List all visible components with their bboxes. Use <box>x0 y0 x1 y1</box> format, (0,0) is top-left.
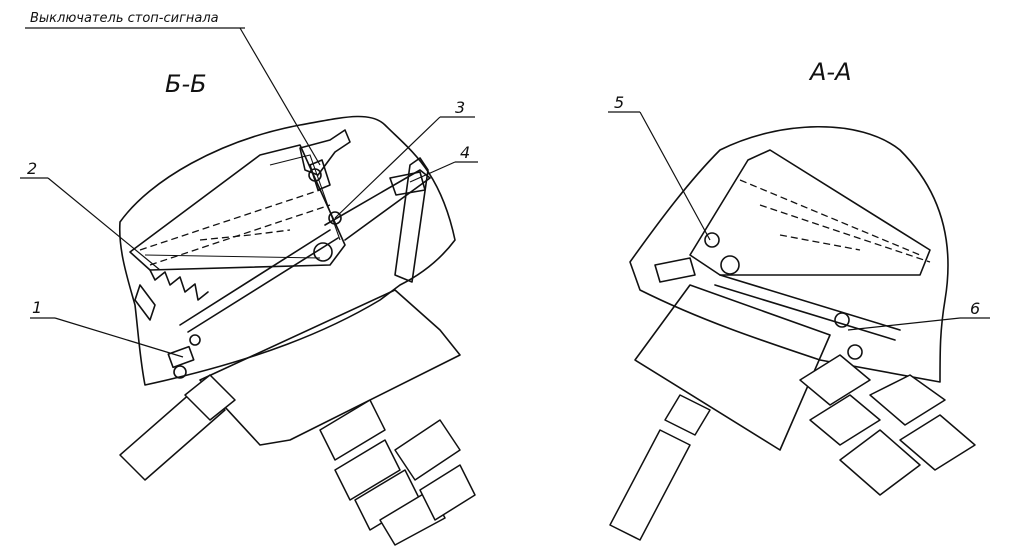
callout-6: 6 <box>970 299 980 318</box>
bracket-4 <box>394 157 429 283</box>
callout-5: 5 <box>614 93 624 112</box>
housing-outline-left <box>118 115 456 386</box>
bolt-6 <box>834 312 850 328</box>
bolt-upper-left <box>308 168 322 182</box>
section-bb-view <box>118 115 476 546</box>
rod-3 <box>324 169 431 241</box>
rod-right <box>719 274 901 331</box>
bolt-5 <box>704 232 720 248</box>
hoses-left <box>119 374 476 546</box>
lower-block-right <box>634 284 831 451</box>
pivot-circle-right <box>720 255 740 275</box>
callout-3: 3 <box>455 98 465 117</box>
pedal-bracket-left <box>129 144 346 271</box>
housing-outline-right <box>629 126 949 383</box>
leader-lines <box>20 27 990 358</box>
callout-4: 4 <box>460 143 470 162</box>
pivot-circle-left <box>313 242 333 262</box>
lower-block-left <box>199 289 461 446</box>
stop-switch <box>299 129 351 176</box>
lower-rod <box>179 229 331 326</box>
hoses-right <box>609 354 976 541</box>
bolt-1 <box>167 345 195 379</box>
section-label-bb: Б-Б <box>165 70 207 98</box>
bolt-rod-left <box>328 211 342 225</box>
pedal-bracket-right <box>689 149 931 276</box>
callout-2: 2 <box>27 159 37 178</box>
section-label-aa: А-А <box>808 58 852 86</box>
section-aa-view <box>609 126 976 541</box>
callout-1: 1 <box>32 298 42 317</box>
switch-caption: Выключатель стоп-сигнала <box>30 11 219 26</box>
spring-2 <box>149 269 209 301</box>
